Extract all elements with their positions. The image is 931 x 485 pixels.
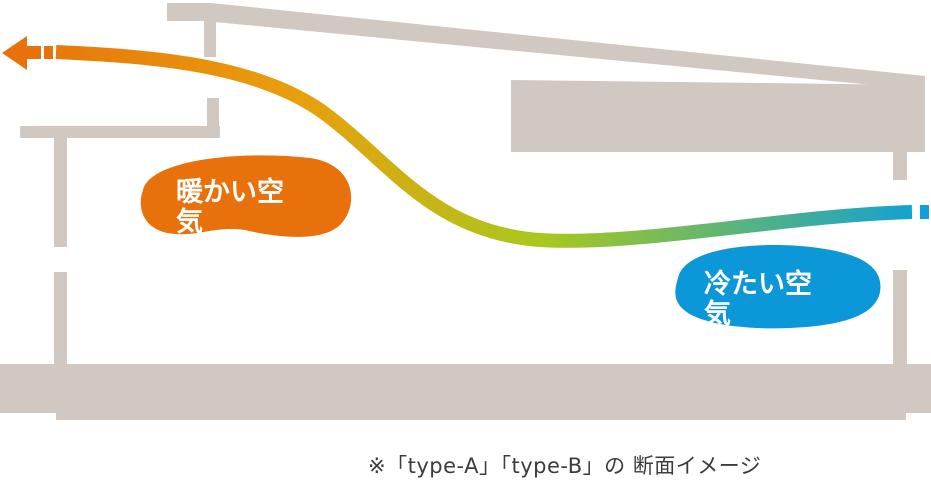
floor-slab — [0, 364, 931, 420]
upper-roof-parapet — [204, 21, 216, 57]
clerestory-post — [207, 98, 219, 132]
cool-air-label: 冷たい空気 — [704, 269, 812, 330]
airflow-line — [55, 45, 913, 248]
airflow-start-dash — [920, 205, 929, 219]
airflow-end-dash — [44, 46, 53, 59]
arrow-head-stem — [26, 46, 41, 59]
upper-roof — [167, 3, 925, 90]
right-wall-upper — [893, 85, 907, 180]
left-wall-lower — [54, 272, 67, 367]
cool-air-bubble — [675, 245, 881, 329]
lower-roof-ledge — [20, 126, 220, 138]
left-wall-upper — [54, 135, 67, 247]
warm-air-bubble — [140, 155, 352, 237]
ceiling-block — [511, 80, 925, 152]
house-structure — [0, 3, 931, 420]
airflow-arrow — [2, 36, 929, 248]
warm-air-label: 暖かい空気 — [176, 177, 284, 238]
right-wall-lower — [893, 270, 907, 370]
arrow-head-icon — [2, 36, 27, 70]
diagram-caption: ※「type-A」「type-B」の 断面イメージ — [368, 454, 762, 478]
